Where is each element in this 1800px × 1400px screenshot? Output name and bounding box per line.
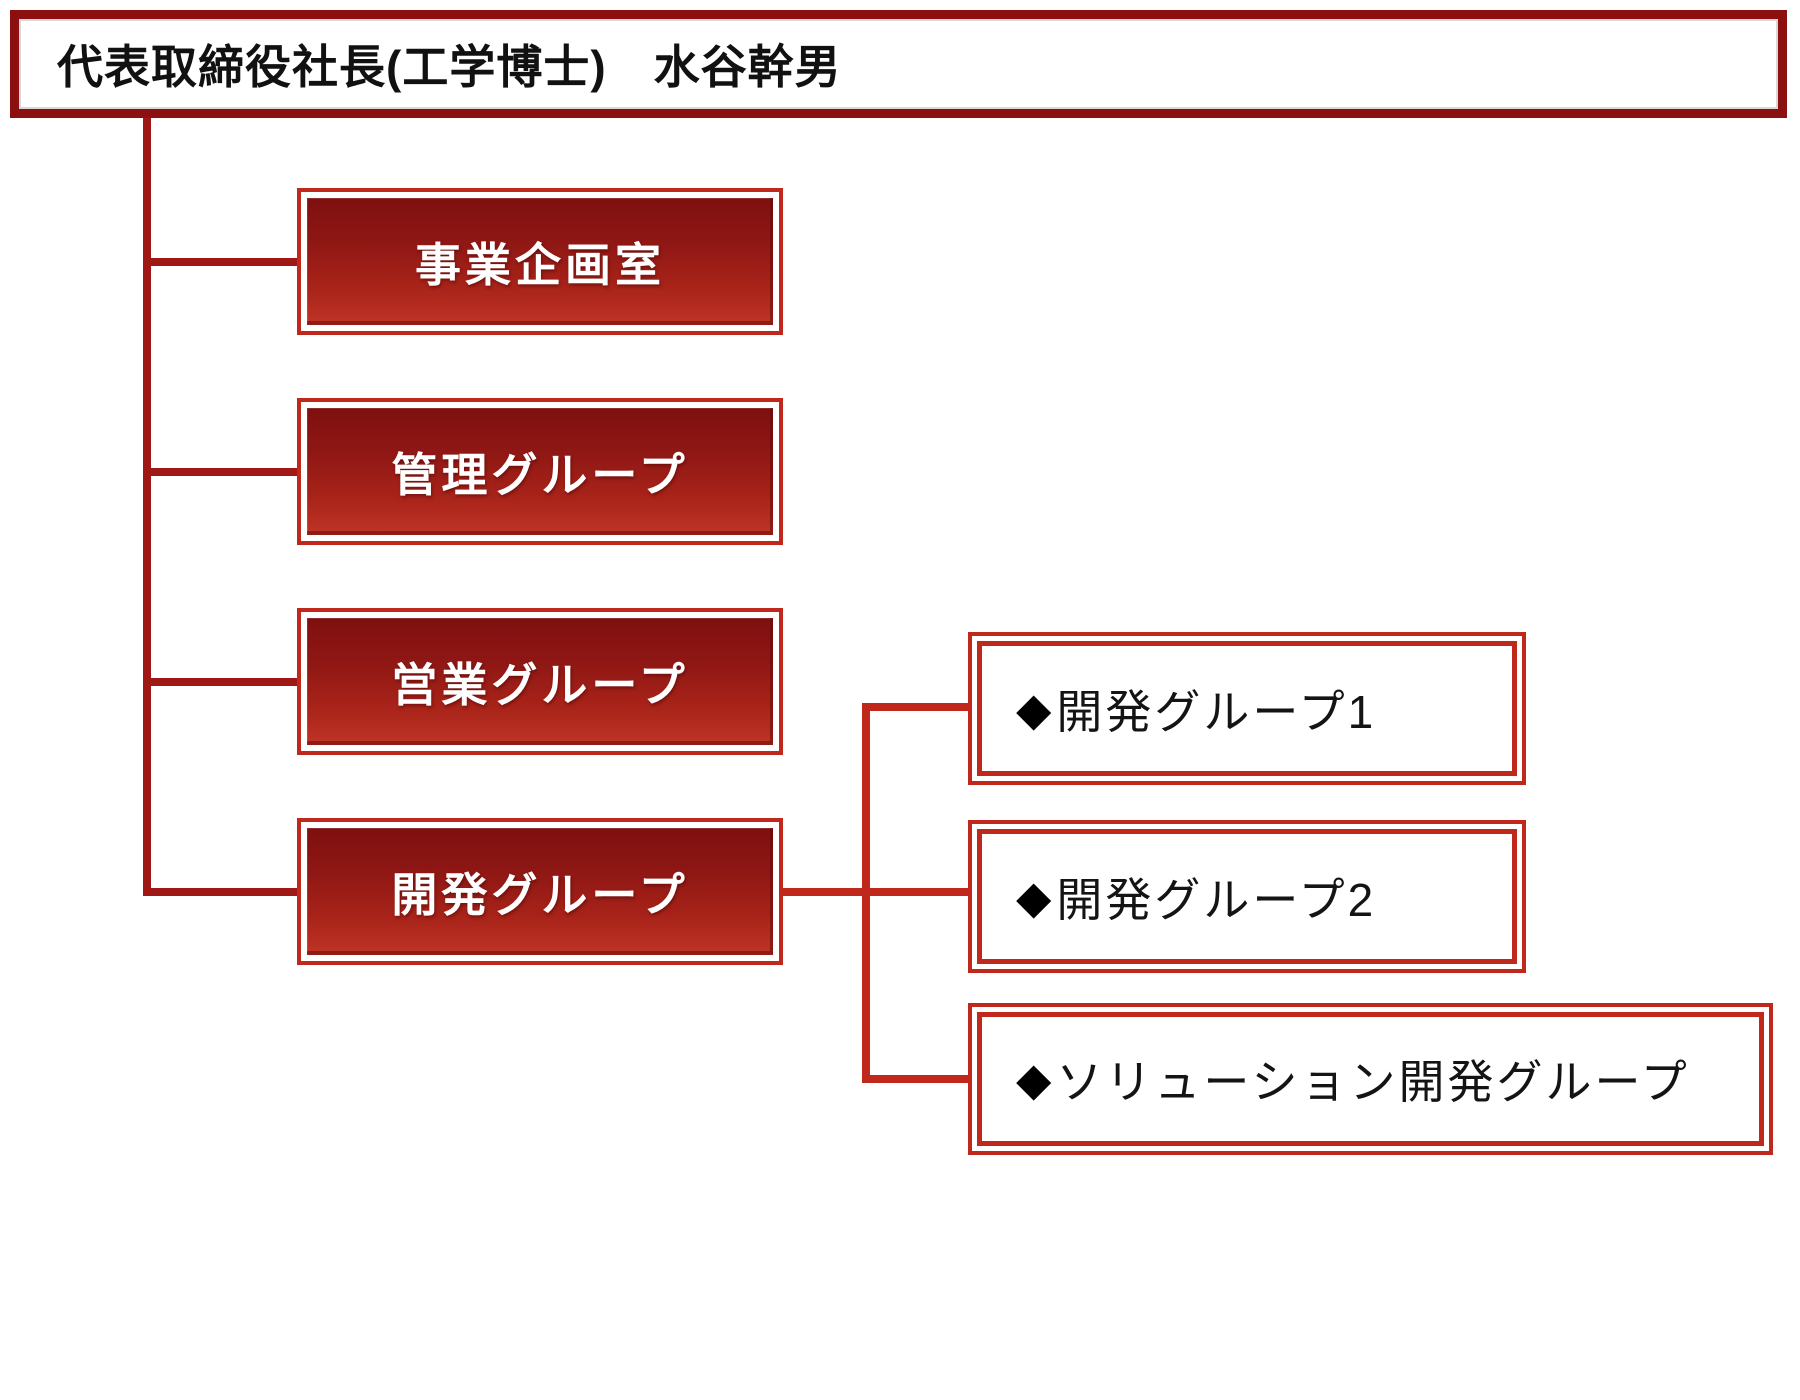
president-box: 代表取締役社長(工学博士) 水谷幹男: [10, 10, 1787, 118]
connector-branch-planning: [143, 258, 297, 266]
dept-box-fill: 管理グループ: [307, 408, 773, 535]
connector-dev-horizontal: [783, 888, 968, 896]
dept-label: 事業企画室: [415, 238, 665, 291]
dept-box-fill: 開発グループ: [307, 828, 773, 955]
connector-subgroup1: [870, 703, 968, 711]
subgroup-box-inner: ◆ 開発グループ2: [977, 829, 1517, 964]
connector-trunk: [143, 118, 151, 896]
connector-branch-admin: [143, 468, 297, 476]
diamond-bullet-icon: ◆: [1016, 682, 1055, 735]
connector-dev-split: [862, 703, 870, 1083]
diamond-bullet-icon: ◆: [1016, 1053, 1055, 1105]
subgroup-text: ◆ 開発グループ1: [982, 676, 1376, 742]
dept-box-business-planning: 事業企画室: [297, 188, 783, 335]
subgroup-label: ソリューション開発グループ: [1056, 1056, 1690, 1108]
dept-box-fill: 営業グループ: [307, 618, 773, 745]
connector-subgroup3: [870, 1075, 968, 1083]
diamond-bullet-icon: ◆: [1016, 870, 1055, 923]
dept-label: 営業グループ: [391, 658, 689, 711]
subgroup-label: 開発グループ1: [1056, 685, 1377, 738]
subgroup-text: ◆ 開発グループ2: [982, 864, 1376, 930]
dept-box-fill: 事業企画室: [307, 198, 773, 325]
subgroup-text: ◆ ソリューション開発グループ: [982, 1046, 1690, 1112]
dept-box-administration: 管理グループ: [297, 398, 783, 545]
dept-label: 開発グループ: [391, 868, 689, 921]
dept-box-sales: 営業グループ: [297, 608, 783, 755]
connector-branch-dev: [143, 888, 297, 896]
subgroup-box-solution: ◆ ソリューション開発グループ: [968, 1003, 1773, 1155]
subgroup-box-dev2: ◆ 開発グループ2: [968, 820, 1526, 973]
subgroup-label: 開発グループ2: [1056, 873, 1377, 926]
connector-branch-sales: [143, 678, 297, 686]
dept-label: 管理グループ: [391, 448, 689, 501]
president-label: 代表取締役社長(工学博士) 水谷幹男: [57, 41, 842, 93]
subgroup-box-dev1: ◆ 開発グループ1: [968, 632, 1526, 785]
subgroup-box-inner: ◆ 開発グループ1: [977, 641, 1517, 776]
dept-box-development: 開発グループ: [297, 818, 783, 965]
subgroup-box-inner: ◆ ソリューション開発グループ: [977, 1012, 1764, 1146]
